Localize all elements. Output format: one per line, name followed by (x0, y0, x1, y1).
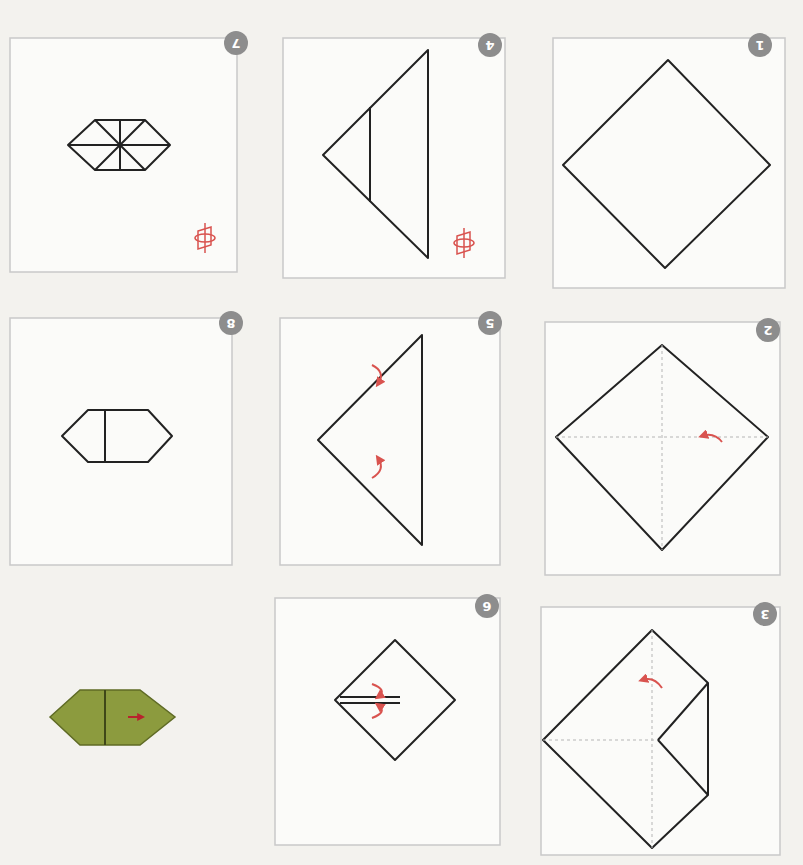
callout-number: 4 (478, 33, 502, 57)
fold-arrows (372, 365, 722, 718)
callout-number: 1 (748, 33, 772, 57)
crease-lines (543, 345, 768, 848)
callout-number: 7 (224, 31, 248, 55)
callout-number: 8 (219, 311, 243, 335)
flip-symbol (195, 223, 474, 258)
panel-frames (10, 38, 785, 855)
callout-number: 3 (753, 602, 777, 626)
finished-piece (50, 690, 175, 745)
callout-number: 2 (756, 318, 780, 342)
callout-number: 5 (478, 311, 502, 335)
callout-number: 6 (475, 594, 499, 618)
paper-outlines (62, 50, 770, 848)
